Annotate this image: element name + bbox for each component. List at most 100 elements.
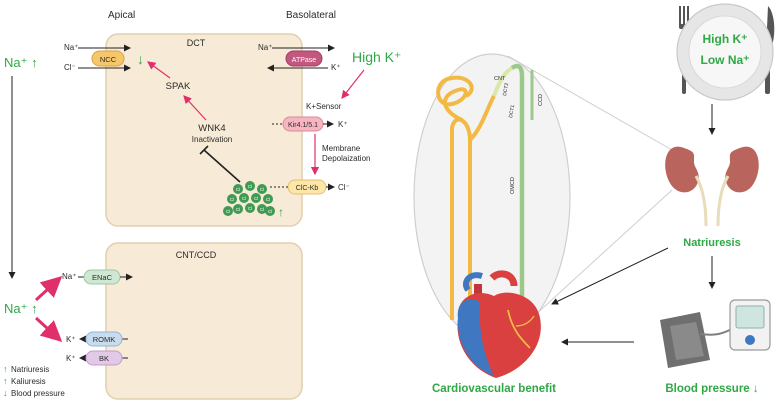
plate-low-na: Low Na⁺ bbox=[700, 53, 749, 67]
ncc-down-arrow: ↓ bbox=[137, 51, 144, 67]
cl-ion bbox=[223, 206, 233, 216]
bp-screen bbox=[735, 305, 765, 329]
cl-ion-text: Cl bbox=[260, 207, 264, 212]
cl-ion-text: Cl bbox=[248, 206, 252, 211]
basolateral-label: Basolateral bbox=[286, 10, 336, 21]
inactivation-label: Inactivation bbox=[192, 135, 232, 144]
membrane-label-1: Membrane bbox=[322, 144, 361, 153]
kidney-icon bbox=[665, 146, 759, 227]
tal-tubule bbox=[468, 94, 496, 142]
na-enac-label: Na⁺ bbox=[62, 272, 76, 281]
enac-label: ENaC bbox=[92, 273, 113, 282]
natriuresis-label: Natriuresis bbox=[683, 237, 740, 249]
na-atpase-label: Na⁺ bbox=[258, 43, 272, 52]
left-kidney bbox=[665, 146, 699, 193]
cl-ion-text: Cl bbox=[260, 187, 264, 192]
bk-label: BK bbox=[99, 354, 109, 363]
pink-arrow-down bbox=[34, 316, 63, 343]
zoom-line-top bbox=[507, 55, 673, 151]
bp-button bbox=[745, 335, 755, 345]
romk-label: ROMK bbox=[93, 335, 116, 344]
cnt-ccd-cell bbox=[105, 242, 303, 400]
proximal-tubule bbox=[436, 75, 474, 122]
cl-ion bbox=[257, 184, 267, 194]
romk-channel bbox=[85, 331, 123, 347]
legend-text-2: Kaliuresis bbox=[11, 377, 46, 386]
inhibition-line bbox=[203, 149, 241, 183]
wnk4-to-spak-arrow bbox=[183, 95, 207, 121]
inhibition-bar bbox=[199, 145, 209, 155]
cl-ncc-label: Cl⁻ bbox=[64, 63, 76, 72]
blood-pressure-monitor-icon bbox=[660, 299, 771, 368]
coronary-artery bbox=[507, 309, 531, 349]
cl-ion-text: Cl bbox=[266, 197, 270, 202]
right-kidney bbox=[725, 146, 759, 193]
apical-label: Apical bbox=[108, 10, 135, 21]
heart-left bbox=[457, 299, 494, 376]
k-atpase-label: K⁺ bbox=[331, 63, 341, 72]
atpase-label: ATPase bbox=[292, 57, 316, 64]
legend-text-1: Natriuresis bbox=[11, 365, 49, 374]
cl-ion bbox=[233, 204, 243, 214]
cl-ion-text: Cl bbox=[248, 184, 252, 189]
k-sensor-label: K+Sensor bbox=[306, 102, 342, 111]
cl-ion bbox=[245, 181, 255, 191]
cnt-ccd-label: CNT/CCD bbox=[176, 250, 217, 260]
nephron-illustration bbox=[436, 63, 534, 340]
collecting-duct bbox=[510, 63, 525, 340]
clc-cl-label: Cl⁻ bbox=[338, 183, 350, 192]
high-k-label: High K⁺ bbox=[352, 49, 401, 65]
kir-label: Kir4.1/5.1 bbox=[288, 122, 318, 129]
bp-tube bbox=[699, 327, 735, 336]
cl-ion bbox=[251, 193, 261, 203]
cl-ion-text: Cl bbox=[242, 196, 246, 201]
nephron-ccd-label: CCD bbox=[538, 94, 544, 106]
atpase-pump bbox=[285, 50, 323, 67]
nephron-omcd-label: OMCD bbox=[510, 177, 516, 194]
cl-ion-text: Cl bbox=[236, 207, 240, 212]
cl-up-arrow: ↑ bbox=[278, 205, 284, 219]
legend-arrow-3: ↓ bbox=[3, 388, 8, 398]
spak-label: SPAK bbox=[166, 81, 191, 92]
right-ureter bbox=[716, 175, 730, 227]
cl-ion-text: Cl bbox=[230, 197, 234, 202]
kir-k-label: K⁺ bbox=[338, 120, 348, 129]
ncc-label: NCC bbox=[100, 55, 117, 64]
k-romk-label: K⁺ bbox=[66, 335, 76, 344]
na-up-bottom: Na⁺ ↑ bbox=[4, 301, 38, 316]
nephron-dct2-label: DCT2 bbox=[502, 82, 510, 96]
plate-high-k: High K⁺ bbox=[703, 32, 748, 46]
k-bk-label: K⁺ bbox=[66, 354, 76, 363]
cl-ion-text: Cl bbox=[268, 209, 272, 214]
legend: ↑ Natriuresis ↑ Kaliuresis ↓ Blood press… bbox=[3, 364, 65, 398]
dct-label: DCT bbox=[187, 38, 206, 48]
bk-channel bbox=[85, 350, 123, 366]
wnk4-label: WNK4 bbox=[198, 123, 225, 134]
nephron-cnt-label: CNT bbox=[494, 76, 506, 82]
natriuresis-to-heart-arrow bbox=[551, 247, 669, 305]
blood-pressure-label: Blood pressure ↓ bbox=[665, 383, 758, 395]
legend-text-3: Blood pressure bbox=[11, 389, 65, 398]
cl-ion bbox=[227, 194, 237, 204]
cl-ion bbox=[263, 194, 273, 204]
high-k-arrow bbox=[341, 69, 365, 99]
na-ncc-label: Na⁺ bbox=[64, 43, 78, 52]
cl-ion-text: Cl bbox=[226, 209, 230, 214]
chloride-cluster: Cl Cl Cl Cl Cl Cl Cl Cl Cl Cl Cl Cl bbox=[223, 181, 275, 216]
plate-inner bbox=[688, 15, 762, 89]
left-ureter bbox=[694, 175, 708, 227]
cl-ion bbox=[245, 203, 255, 213]
na-up-top: Na⁺ ↑ bbox=[4, 55, 38, 70]
cl-ion-text: Cl bbox=[254, 196, 258, 201]
pink-arrow-up bbox=[34, 275, 63, 302]
dct-tubule bbox=[492, 66, 514, 97]
nephron-dct1-label: DCT1 bbox=[508, 104, 516, 118]
ncc-transporter bbox=[91, 50, 125, 67]
legend-arrow-2: ↑ bbox=[3, 376, 8, 386]
cl-ion bbox=[265, 206, 275, 216]
cl-ion bbox=[233, 184, 243, 194]
membrane-label-2: Depolaization bbox=[322, 154, 370, 163]
legend-arrow-1: ↑ bbox=[3, 364, 8, 374]
cl-ion-text: Cl bbox=[236, 187, 240, 192]
